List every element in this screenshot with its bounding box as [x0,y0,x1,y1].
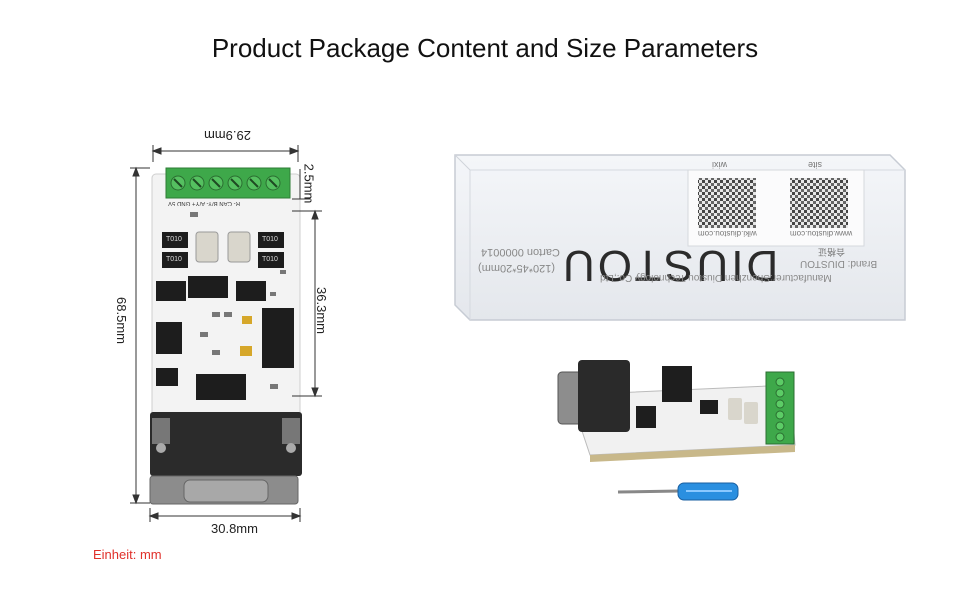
terminal-silkscreen: R- CAN B/Y- A/Y+ GND 5V [168,200,240,206]
product-board [557,360,796,462]
bottom-width-label: 30.8mm [211,521,258,536]
db9-connector [150,412,302,476]
chip-label: T010 [166,256,182,263]
brand-line-text: Brand: DIUSTOU [800,258,878,269]
cert-label: 合格证 [818,247,846,257]
top-width-label: 29.9mm [204,128,251,143]
chip-label: T010 [262,256,278,263]
terminal-height-label: 2.5mm [301,163,317,204]
chip-label: T010 [262,236,278,243]
url-right-text: www.diustou.com [790,229,853,238]
manufacturer-text: Manufacturer:Shenzhen Diustou Technology… [600,272,832,283]
pcb-board [149,167,302,505]
url-left-text: wiki.diustou.com [698,229,757,238]
qr-right-label: site [808,160,823,170]
chip-label: T010 [166,236,182,243]
qr-code-right [790,178,848,228]
screwdriver [617,482,739,501]
total-height-label: 68.5mm [113,297,129,344]
carton-code-text: Carton 0000014 [481,246,560,258]
page-title: Product Package Content and Size Paramet… [211,33,759,63]
qr-left-label: wixi [712,160,727,170]
qr-code-left [698,178,756,228]
unit-label: Einheit: mm [93,547,162,562]
mid-height-label: 36.3mm [313,287,329,334]
carton-size-text: (120*45*20mm) [478,262,556,274]
package-box [454,154,906,321]
dimension-lines [130,145,322,522]
